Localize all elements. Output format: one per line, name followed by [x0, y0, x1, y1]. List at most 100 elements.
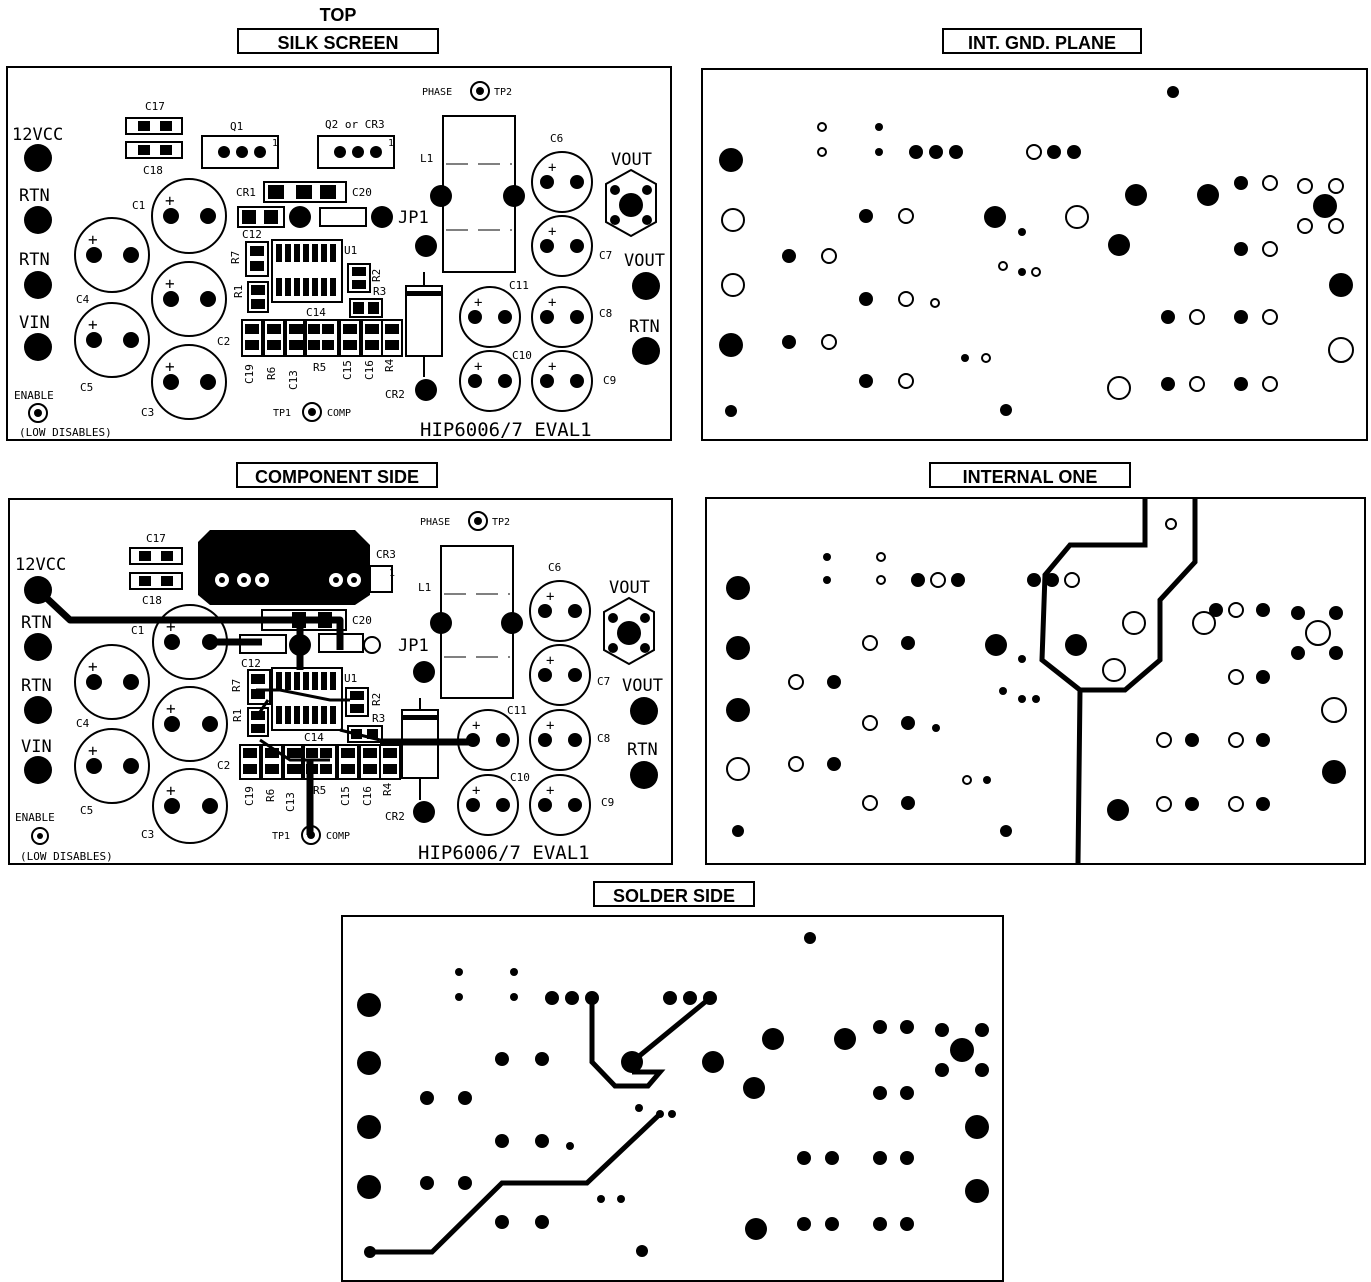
cs-label-c11: C11 — [507, 704, 527, 717]
label-c18: C18 — [143, 164, 163, 177]
silk-screen-panel: 12VCC RTN RTN VIN ENABLE (LOW DISABLES) … — [6, 66, 672, 441]
cs-label-r2: R2 — [370, 693, 383, 706]
label-r2: R2 — [370, 269, 383, 282]
cs-label-c17: C17 — [146, 532, 166, 545]
cs-label-c6: C6 — [548, 561, 561, 574]
label-u1: U1 — [344, 244, 357, 257]
label-c13: C13 — [287, 370, 300, 390]
cs-label-c10: C10 — [510, 771, 530, 784]
label-r7: R7 — [229, 251, 242, 264]
cs-label-low-disables: (LOW DISABLES) — [20, 850, 113, 863]
label-c12: C12 — [242, 228, 262, 241]
q1-footprint — [201, 135, 279, 169]
cs-label-rtn-out: RTN — [627, 740, 658, 760]
header-int-gnd-plane: INT. GND. PLANE — [942, 28, 1142, 54]
svg-text:+: + — [88, 230, 98, 249]
label-c10: C10 — [512, 349, 532, 362]
internal-one-panel — [705, 497, 1366, 865]
cs-label-c1: C1 — [131, 624, 144, 637]
label-r6: R6 — [265, 367, 278, 380]
header-internal-one: INTERNAL ONE — [929, 462, 1131, 488]
label-comp: COMP — [327, 408, 351, 419]
svg-text:+: + — [88, 657, 98, 676]
component-side-panel: 12VCC RTN RTN VIN ENABLE (LOW DISABLES) … — [8, 498, 673, 865]
svg-text:+: + — [548, 359, 556, 375]
header-component-side: COMPONENT SIDE — [236, 462, 438, 488]
cs-label-comp: COMP — [326, 831, 350, 842]
cs-label-c15: C15 — [339, 786, 352, 806]
svg-text:+: + — [472, 718, 480, 734]
cs-label-r4: R4 — [381, 782, 394, 796]
power-fet-copper — [198, 530, 370, 605]
label-c14: C14 — [306, 306, 326, 319]
q2-footprint — [317, 135, 395, 169]
board-name: HIP6006/7 EVAL1 — [420, 419, 592, 439]
c2-outline — [151, 261, 227, 337]
label-tp1: TP1 — [273, 408, 291, 419]
label-c16: C16 — [363, 360, 376, 380]
label-tp2: TP2 — [494, 87, 512, 98]
internal-one-drawing — [726, 499, 1347, 863]
terminal-rtn-2 — [24, 271, 52, 299]
svg-text:+: + — [88, 315, 98, 334]
label-c8: C8 — [599, 307, 612, 320]
cs-label-tp2: TP2 — [492, 517, 510, 528]
svg-text:+: + — [88, 741, 98, 760]
terminal-enable — [28, 403, 48, 423]
cs-label-vout-2: VOUT — [622, 676, 663, 696]
cs-label-rtn-2: RTN — [21, 676, 52, 696]
cs-label-tp1: TP1 — [272, 831, 290, 842]
cs-label-u1: U1 — [344, 672, 357, 685]
label-low-disables: (LOW DISABLES) — [19, 426, 112, 439]
q2-pin1-label: 1 — [388, 138, 394, 149]
label-cr2: CR2 — [385, 388, 405, 401]
label-r3: R3 — [373, 285, 386, 298]
label-q1: Q1 — [230, 120, 243, 133]
label-c19: C19 — [243, 364, 256, 384]
svg-text:+: + — [165, 357, 175, 376]
c10-outline — [459, 350, 521, 412]
component-side-drawing: 12VCC RTN RTN VIN ENABLE (LOW DISABLES) … — [15, 511, 663, 863]
label-vin: VIN — [19, 313, 50, 333]
int-gnd-plane-drawing — [719, 86, 1354, 417]
label-c3: C3 — [141, 406, 154, 419]
label-c2: C2 — [217, 335, 230, 348]
cs-label-c5: C5 — [80, 804, 93, 817]
label-enable: ENABLE — [14, 389, 54, 402]
cs-label-phase: PHASE — [420, 517, 450, 528]
solder-side-panel — [341, 915, 1004, 1282]
label-c15: C15 — [341, 360, 354, 380]
cs-label-12vcc: 12VCC — [15, 555, 66, 575]
label-vout-2: VOUT — [624, 251, 665, 271]
cs-label-c20: C20 — [352, 614, 372, 627]
c1-outline — [151, 178, 227, 254]
svg-text:+: + — [474, 359, 482, 375]
label-c4: C4 — [76, 293, 90, 306]
cs-label-c4: C4 — [76, 717, 90, 730]
u1-outline — [271, 239, 343, 303]
header-top: TOP — [319, 5, 357, 25]
cs-label-r5: R5 — [313, 784, 326, 797]
cs-label-c14: C14 — [304, 731, 324, 744]
c18-footprint — [125, 141, 183, 159]
label-q2-cr3: Q2 or CR3 — [325, 118, 385, 131]
label-vout-1: VOUT — [611, 150, 652, 170]
label-rtn-out: RTN — [629, 317, 660, 337]
terminal-rtn-out — [632, 337, 660, 365]
cs-label-r7: R7 — [230, 679, 243, 692]
terminal-vin — [24, 333, 52, 361]
terminal-12vcc — [24, 144, 52, 172]
svg-text:+: + — [166, 617, 176, 636]
c8-outline — [531, 286, 593, 348]
label-rtn-2: RTN — [19, 250, 50, 270]
cs-label-r6: R6 — [264, 789, 277, 802]
c4-outline — [74, 217, 150, 293]
cs-label-c13: C13 — [284, 792, 297, 812]
label-c9: C9 — [603, 374, 616, 387]
label-rtn-1: RTN — [19, 186, 50, 206]
label-12vcc: 12VCC — [12, 125, 63, 145]
cs-label-c3: C3 — [141, 828, 154, 841]
svg-text:+: + — [546, 653, 554, 669]
svg-text:+: + — [546, 783, 554, 799]
cs-label-vout-1: VOUT — [609, 578, 650, 598]
